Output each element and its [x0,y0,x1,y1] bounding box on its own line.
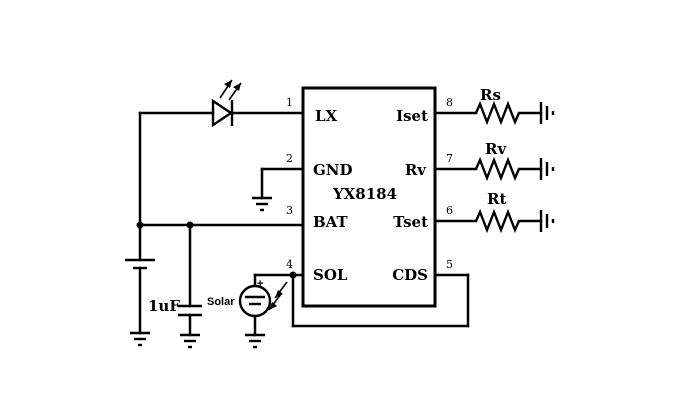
solar-plus-sign: + [257,278,263,290]
pin-name-iset: Iset [396,107,428,125]
resistor-rv [433,156,555,182]
pin-name-rv: Rv [405,161,427,179]
pin-number-1: 1 [286,96,293,109]
pin-number-6: 6 [446,204,453,217]
pin-number-8: 8 [446,96,453,109]
cds-loop [289,271,470,328]
pin-number-7: 7 [446,152,453,165]
solar-label: Solar [207,296,235,308]
led-emission-arrows-icon [219,79,242,101]
resistor-rt-label: Rt [487,190,506,208]
resistor-rs-label: Rs [480,86,501,104]
resistor-rs [433,100,555,126]
capacitor-label: 1uF [148,297,180,315]
solar-cell-circle [238,284,272,318]
battery-symbol [125,223,155,347]
pin-number-2: 2 [286,152,293,165]
pin-name-tset: Tset [393,213,428,231]
capacitor-1uf [178,223,202,349]
pin-name-cds: CDS [392,266,428,284]
resistor-rv-label: Rv [485,140,507,158]
gnd-branch [252,167,305,212]
pin-name-gnd: GND [313,161,353,179]
solar-light-arrows-icon [268,281,288,311]
ic-name: YX8184 [332,185,397,203]
resistor-rt [433,208,555,234]
solar-cell [238,273,305,349]
pin-name-sol: SOL [313,266,348,284]
pin-number-4: 4 [286,258,293,271]
pin-number-3: 3 [286,204,293,217]
led-branch [138,79,305,128]
pin-name-lx: LX [315,107,338,125]
pin-name-bat: BAT [313,213,348,231]
pin-number-5: 5 [446,258,453,271]
ic-body [301,86,437,308]
led-triangle [211,98,234,128]
